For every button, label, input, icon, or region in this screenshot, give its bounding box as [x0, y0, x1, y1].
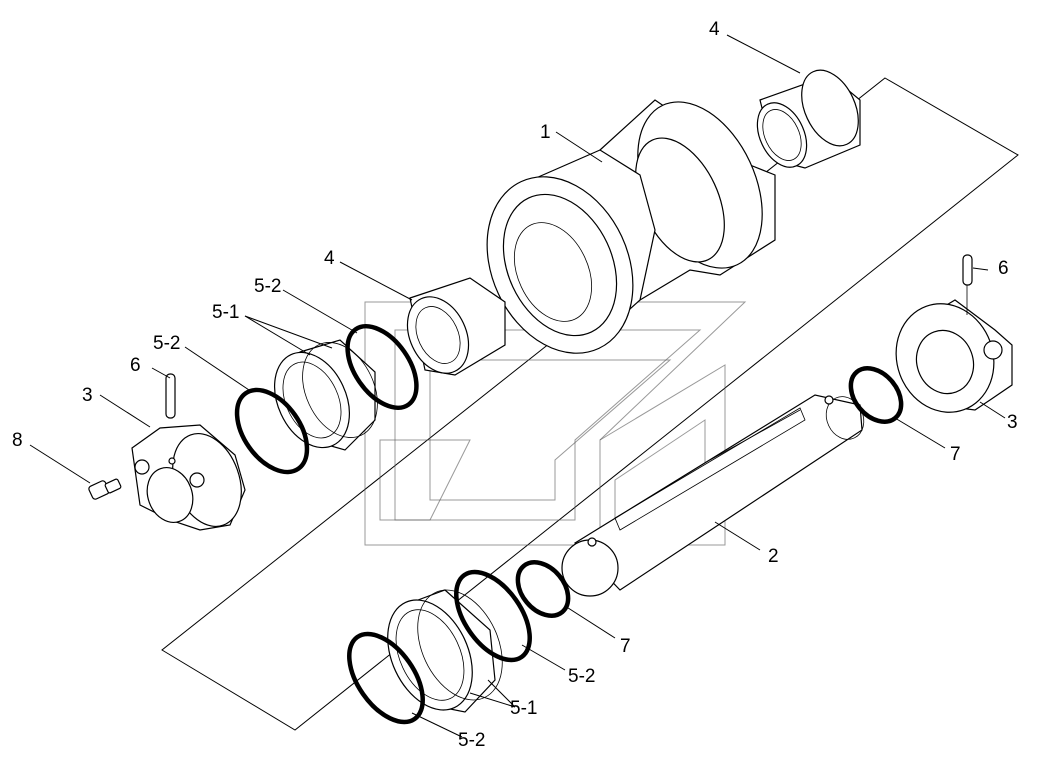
callout-5-2-a: 5-2 [254, 276, 281, 297]
callout-5-2-b: 5-2 [153, 333, 180, 354]
callout-4-top: 4 [709, 19, 720, 40]
o-ring-upper-left [234, 387, 310, 475]
callout-3-right: 3 [1007, 412, 1018, 433]
callout-3-left: 3 [82, 385, 93, 406]
callout-7-b: 7 [620, 636, 631, 657]
o-ring-upper-right [345, 324, 419, 410]
bracket-right [895, 299, 1013, 413]
bracket-left [131, 424, 246, 531]
assembly-outline [161, 77, 1019, 731]
callout-2: 2 [768, 546, 779, 567]
callout-7-a: 7 [950, 444, 961, 465]
callout-6-right: 6 [998, 258, 1009, 279]
callout-4-middle: 4 [324, 248, 335, 269]
callout-5-2-c: 5-2 [568, 666, 595, 687]
leader-lines [29, 34, 1006, 738]
seal-assembly-upper [274, 339, 378, 451]
callout-8: 8 [12, 430, 23, 451]
bushing-top [756, 69, 861, 169]
shaft [561, 394, 865, 597]
roller-body [486, 99, 776, 354]
bushing-middle [406, 277, 506, 376]
callout-5-2-d: 5-2 [458, 730, 485, 751]
seal-assembly-lower [387, 589, 503, 713]
callout-5-1-lower: 5-1 [510, 698, 537, 719]
o-ring-lower-left [347, 631, 425, 725]
grease-fitting [88, 478, 122, 500]
callout-5-1-upper: 5-1 [212, 302, 239, 323]
callout-1: 1 [540, 122, 551, 143]
callout-6-left: 6 [130, 355, 141, 376]
pin-left [165, 373, 176, 419]
pin-right [962, 254, 973, 315]
o-ring-lower-right [454, 569, 532, 663]
o-ring-7-lower [515, 560, 571, 618]
